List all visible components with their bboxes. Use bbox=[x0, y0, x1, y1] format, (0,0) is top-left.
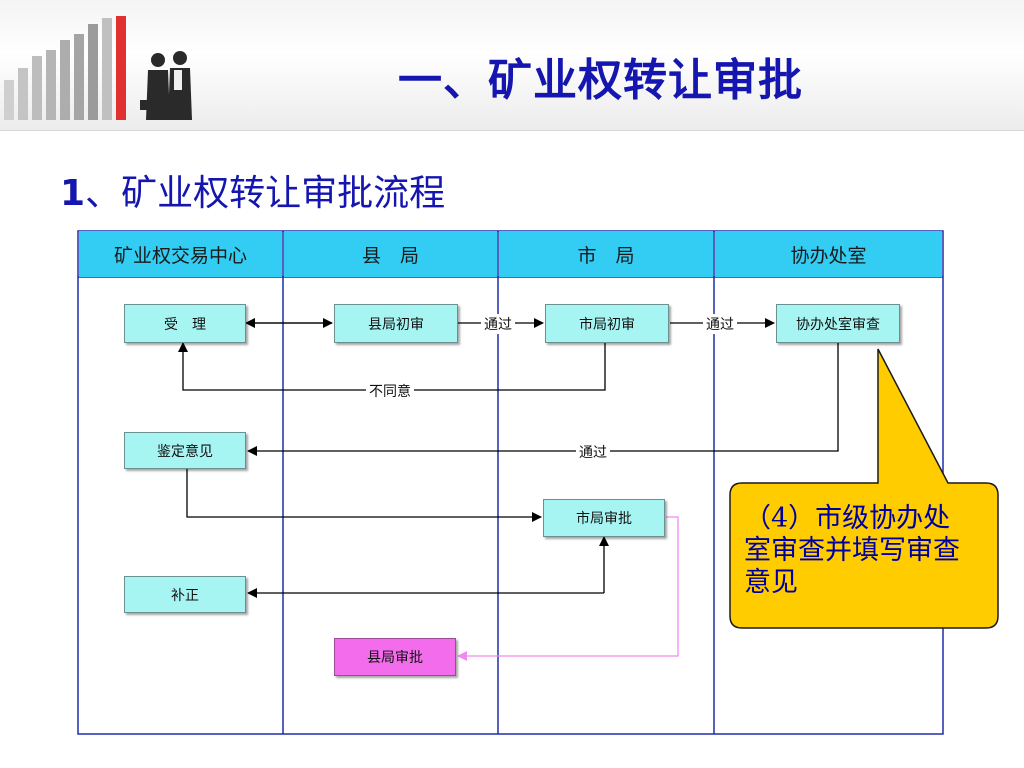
node-office-review: 协办处室审查 bbox=[776, 304, 900, 343]
edge-label-disagree: 不同意 bbox=[366, 381, 414, 401]
lane-header-trading-center: 矿业权交易中心 bbox=[79, 231, 282, 277]
node-county-approval: 县局审批 bbox=[334, 638, 456, 676]
edge-label-pass-county-to-city: 通过 bbox=[481, 314, 515, 334]
node-city-initial-review: 市局初审 bbox=[545, 304, 669, 343]
slide-header: 一、矿业权转让审批 bbox=[0, 0, 1024, 131]
node-city-approval: 市局审批 bbox=[543, 499, 665, 537]
callout-text: （4）市级协办处室审查并填写审查意见 bbox=[744, 503, 960, 598]
section-title-text: 、矿业权转让审批流程 bbox=[85, 173, 446, 214]
edge-label-pass-office-to-appraisal: 通过 bbox=[576, 442, 610, 462]
section-title: 1、矿业权转让审批流程 bbox=[60, 164, 445, 216]
lane-header-county: 县 局 bbox=[284, 231, 497, 277]
page-title: 一、矿业权转让审批 bbox=[398, 55, 803, 106]
lane-header-city: 市 局 bbox=[499, 231, 713, 277]
node-supplement: 补正 bbox=[124, 576, 246, 613]
node-appraisal-opinion: 鉴定意见 bbox=[124, 432, 246, 469]
node-county-initial-review: 县局初审 bbox=[334, 304, 458, 343]
business-logo-graphic bbox=[4, 16, 192, 120]
lane-header-office: 协办处室 bbox=[715, 231, 942, 277]
edge-label-pass-city-to-office: 通过 bbox=[703, 314, 737, 334]
section-number: 1 bbox=[60, 173, 86, 214]
callout-bubble bbox=[729, 348, 999, 629]
node-accept: 受 理 bbox=[124, 304, 246, 343]
